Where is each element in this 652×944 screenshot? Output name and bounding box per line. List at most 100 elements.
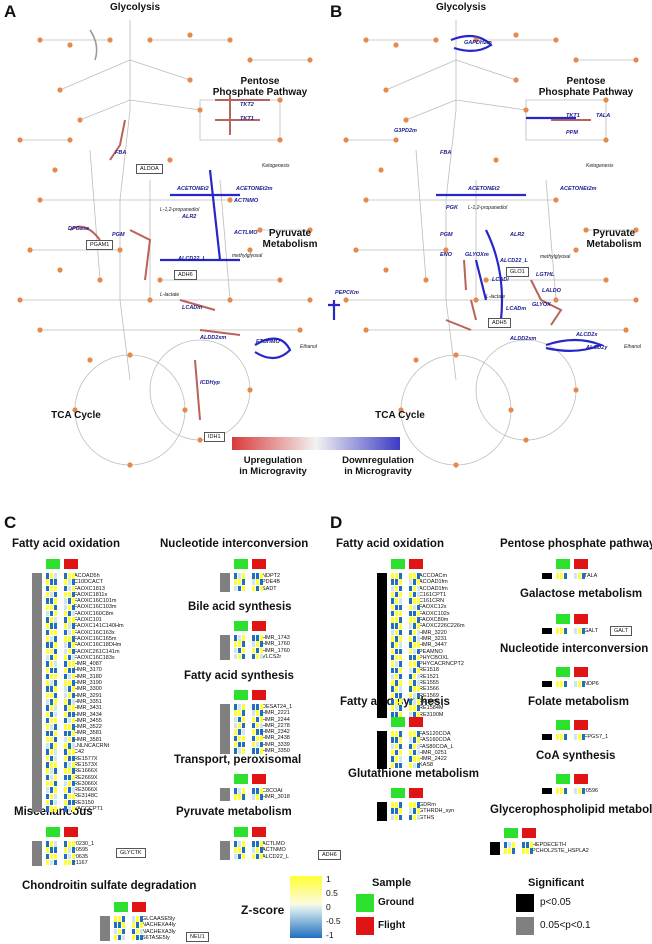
d-title-glycerophospholipid: Glycerophospholipid metabolism [490, 804, 652, 816]
a-rxn-lcadm: LCADm [182, 305, 203, 311]
c-nucleotide-heat-cell [234, 585, 238, 592]
c-bile-heat-cell [234, 635, 238, 641]
d-coa-heat-cell [574, 788, 578, 794]
d-fao-heat-cell [417, 692, 421, 699]
d-glycerophospholipid-heat-cell [512, 842, 516, 848]
d-fao-heat-cell [391, 623, 395, 629]
c-fao-heat-cell [50, 636, 54, 642]
c-fas-heat-cell [238, 716, 242, 723]
d-fas-heat-cell [395, 762, 399, 768]
c-bile-heat-cell [234, 641, 238, 647]
c-fao-heat-cell [64, 623, 68, 629]
b-rxn-aldd2xm: ALDD2xm [510, 336, 537, 342]
c-pyruvate-heat-cell [260, 847, 264, 853]
d-nucleotide-flight-header [574, 667, 588, 677]
c-fao-heat-cell [64, 667, 68, 673]
d-fao-heat-cell [417, 629, 421, 636]
d-fao-heat-cell [391, 705, 395, 711]
flight-swatch [356, 917, 374, 935]
c-nucleotide-flight-header [252, 559, 266, 569]
a-rxn-dpgase: DPGase [68, 226, 90, 232]
c-fas-heat-cell [234, 748, 238, 754]
panel-letter-a: A [4, 2, 17, 21]
d-glycerophospholipid-significance-column [490, 842, 500, 855]
b-rxn-lcadm: LCADm [506, 306, 527, 312]
d-glycerophospholipid-heat-cell [508, 848, 512, 854]
c-fas-heat-cell [252, 748, 256, 754]
sig-p005-label: p<0.05 [540, 897, 571, 908]
d-fao-heat-cell [395, 623, 399, 629]
d-folate-heat-cell [582, 734, 586, 740]
d-fao-heat-cell [395, 629, 399, 636]
c-fao-heat-cell [68, 787, 72, 793]
c-pyruvate-heat-cell [260, 853, 264, 860]
c-fao-heat-cell [64, 642, 68, 648]
c-fao-heat-cell [72, 692, 76, 699]
c-chondroitin-heat-cell [122, 928, 126, 935]
c-fao-heat-cell [54, 642, 58, 648]
d-fao-heat-cell [399, 661, 403, 667]
d-fao-heat-cell [395, 648, 399, 655]
significance-legend-title: Significant [528, 877, 585, 889]
c-fas-heat-cell [252, 704, 256, 710]
d-fas-heat-cell [409, 762, 413, 768]
c-fao-significance-column [32, 573, 42, 813]
d-galactose-heat-cell [564, 628, 568, 634]
d-fao-heat-cell [409, 598, 413, 604]
a-rxn-tkt2: TKT2 [240, 102, 254, 108]
c-fao-heat-cell [54, 799, 58, 806]
c-bile-significance-column [220, 635, 230, 661]
a-rxn-icdhyp: ICDHyp [200, 380, 220, 386]
d-fas-heat-cell [391, 737, 395, 743]
d-fao-heat-cell [391, 692, 395, 699]
d-fao-heat-cell [391, 673, 395, 680]
b-rxn-fba: FBA [440, 150, 452, 156]
d-galactose-heat-cell [560, 628, 564, 634]
c-nucleotide-heat-cell [252, 573, 256, 579]
d-fas-heat-cell [399, 762, 403, 768]
c-fao-heat-cell [72, 749, 76, 755]
c-transport-significance-column [220, 788, 230, 801]
d-fao-heat-cell [399, 667, 403, 673]
d-fas-heat-cell [395, 749, 399, 756]
c-chondroitin-heat-cell [118, 916, 122, 922]
c-fao-heat-cell [72, 680, 76, 686]
c-fao-heat-cell [54, 598, 58, 604]
d-fao-heat-cell [417, 711, 421, 718]
c-fao-heat-cell [72, 806, 76, 812]
d-glycerophospholipid-heat-cell [522, 842, 526, 848]
c-fao-heat-cell [54, 730, 58, 736]
c-chondroitin-heat-cell [136, 934, 140, 941]
d-fao-heat-cell [409, 617, 413, 623]
c-gene-glyctk: GLYCTK [116, 848, 146, 858]
c-chondroitin-heat-cell [140, 934, 144, 941]
c-fao-heat-cell [46, 642, 50, 648]
c-title-chondroitin: Chondroitin sulfate degradation [22, 880, 197, 892]
a-rxn-fba: FBA [115, 150, 127, 156]
c-fao-heat-cell [50, 591, 54, 598]
b-rxn-tala: TALA [596, 113, 611, 119]
c-bile-heat-cell [256, 641, 260, 647]
c-fao-heat-cell [46, 610, 50, 617]
d-fao-heat-cell [399, 585, 403, 592]
d-fas-heat-cell [399, 737, 403, 743]
zscore-label: Z-score [241, 903, 285, 917]
d-fao-heat-cell [417, 654, 421, 661]
c-fao-heat-cell [68, 591, 72, 598]
c-fao-heat-cell [54, 711, 58, 718]
d-fao-heat-cell [413, 654, 417, 661]
c-bile-heat-cell [252, 647, 256, 654]
c-misc-heat-cell [64, 853, 68, 860]
d-fao-heat-cell [409, 648, 413, 655]
b-rxn-lcadi: LCADi [492, 277, 509, 283]
c-fao-heat-cell [64, 654, 68, 661]
c-rows-fas: DESAT24_1 HMR_2221 HMR_2244 HMR_2278 HMR… [262, 704, 293, 755]
c-fao-heat-cell [46, 667, 50, 673]
c-fao-heat-cell [64, 787, 68, 793]
c-chondroitin-heat-cell [136, 916, 140, 922]
d-fao-heat-cell [409, 692, 413, 699]
c-fao-heat-cell [50, 705, 54, 711]
d-fao-heat-cell [413, 585, 417, 592]
d-glutathione-heat-cell [399, 808, 403, 814]
c-fas-heat-cell [234, 729, 238, 735]
